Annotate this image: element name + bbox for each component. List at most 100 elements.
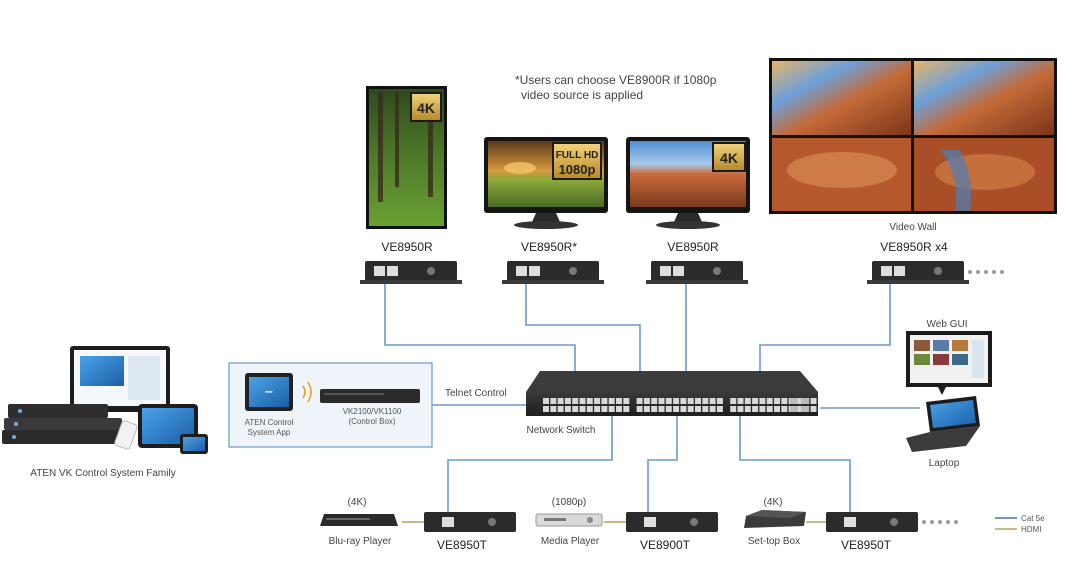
- source-set-top-box: (4K) Set-top Box: [744, 497, 806, 547]
- more-dots: [922, 520, 958, 524]
- switch-port: [594, 406, 601, 412]
- switch-port: [687, 406, 694, 412]
- switch-port: [774, 398, 780, 404]
- web-gui-label: Web GUI: [927, 319, 968, 330]
- switch-port: [716, 398, 723, 404]
- switch-port: [766, 406, 773, 412]
- switch-port: [601, 406, 608, 412]
- switch-port: [695, 398, 701, 404]
- source-resolution: (1080p): [552, 497, 586, 508]
- receiver-model: VE8950R: [667, 240, 719, 254]
- switch-port: [673, 398, 680, 404]
- note-line1: *Users can choose VE8900R if 1080p: [515, 73, 717, 87]
- switch-port: [608, 406, 615, 412]
- switch-port: [665, 398, 672, 404]
- switch-port: [616, 398, 622, 404]
- switch-port: [616, 406, 622, 412]
- transmitter-model: VE8950T: [841, 538, 892, 552]
- note-line2: video source is applied: [521, 88, 643, 102]
- more-dots: [968, 270, 1004, 274]
- source-device: Media Player: [541, 536, 600, 547]
- switch-port: [709, 406, 716, 412]
- video-wall-caption: Video Wall: [889, 222, 936, 233]
- badge-fullhd: FULL HD: [556, 150, 599, 161]
- transmitter-model: VE8900T: [640, 538, 691, 552]
- transmitter-model: VE8950T: [437, 538, 488, 552]
- switch-port: [586, 398, 593, 404]
- switch-port: [687, 398, 694, 404]
- switch-port: [737, 398, 744, 404]
- switch-port: [702, 398, 709, 404]
- switch-port: [810, 406, 817, 412]
- switch-port: [795, 406, 802, 412]
- switch-port: [695, 406, 701, 412]
- switch-port: [673, 406, 680, 412]
- legend: Cat 5e HDMI: [995, 514, 1045, 534]
- switch-label: Network Switch: [527, 425, 596, 436]
- switch-port: [766, 398, 773, 404]
- badge-4k-1: 4K: [417, 100, 435, 116]
- switch-port: [810, 398, 817, 404]
- video-wall: Video Wall: [769, 58, 1057, 233]
- switch-port: [651, 406, 658, 412]
- receiver-model: VE8950R x4: [880, 240, 948, 254]
- switch-port: [658, 398, 665, 404]
- transmitter-2: VE8900T: [626, 512, 718, 552]
- switch-port: [730, 406, 737, 412]
- switch-port: [643, 406, 650, 412]
- family-label: ATEN VK Control System Family: [30, 468, 175, 479]
- switch-port: [744, 406, 751, 412]
- switch-port: [564, 406, 571, 412]
- switch-port: [550, 398, 557, 404]
- wireless-icon: [302, 381, 312, 403]
- switch-port: [759, 398, 766, 404]
- switch-port: [550, 406, 557, 412]
- display-4k-monitor: 4K: [626, 137, 750, 229]
- display-portrait-4k: 4K: [366, 86, 447, 229]
- cable-rx2: [525, 283, 641, 397]
- network-switch: Network Switch: [526, 371, 818, 436]
- switch-port: [774, 406, 780, 412]
- switch-port: [665, 406, 672, 412]
- receiver-3: VE8950R: [646, 240, 748, 284]
- switch-port: [564, 398, 571, 404]
- switch-port: [680, 406, 687, 412]
- source-device: Blu-ray Player: [329, 536, 392, 547]
- transmitter-1: VE8950T: [424, 512, 516, 552]
- switch-port: [730, 398, 737, 404]
- display-fullhd: FULL HD 1080p: [484, 137, 608, 229]
- switch-port: [557, 398, 564, 404]
- switch-port: [572, 406, 579, 412]
- switch-port: [636, 406, 643, 412]
- source-resolution: (4K): [764, 497, 783, 508]
- switch-port: [636, 398, 643, 404]
- switch-port: [579, 406, 586, 412]
- web-gui: Web GUI: [906, 319, 992, 395]
- switch-port: [572, 398, 579, 404]
- switch-port: [744, 398, 751, 404]
- source-media-player: (1080p) Media Player: [535, 497, 603, 547]
- vk-family-devices: ATEN VK Control System Family: [2, 346, 208, 479]
- cable-tx2: [647, 415, 678, 512]
- switch-port: [752, 398, 759, 404]
- legend-cat5e-label: Cat 5e: [1021, 514, 1045, 523]
- switch-port: [586, 406, 593, 412]
- switch-port: [623, 406, 630, 412]
- switch-port: [781, 398, 788, 404]
- telnet-label: Telnet Control: [445, 388, 507, 399]
- app-label-line2: System App: [248, 428, 291, 437]
- switch-port: [594, 398, 601, 404]
- switch-port: [651, 398, 658, 404]
- receiver-model: VE8950R: [381, 240, 433, 254]
- source-device: Set-top Box: [748, 536, 800, 547]
- switch-port: [709, 398, 716, 404]
- laptop-label: Laptop: [929, 458, 960, 469]
- switch-port: [680, 398, 687, 404]
- box-label-line2: (Control Box): [348, 417, 395, 426]
- legend-hdmi-label: HDMI: [1021, 525, 1041, 534]
- switch-port: [752, 406, 759, 412]
- tablet-logo-icon: ▪▪▪: [265, 389, 273, 396]
- receiver-2: VE8950R*: [502, 240, 604, 284]
- switch-port: [579, 398, 586, 404]
